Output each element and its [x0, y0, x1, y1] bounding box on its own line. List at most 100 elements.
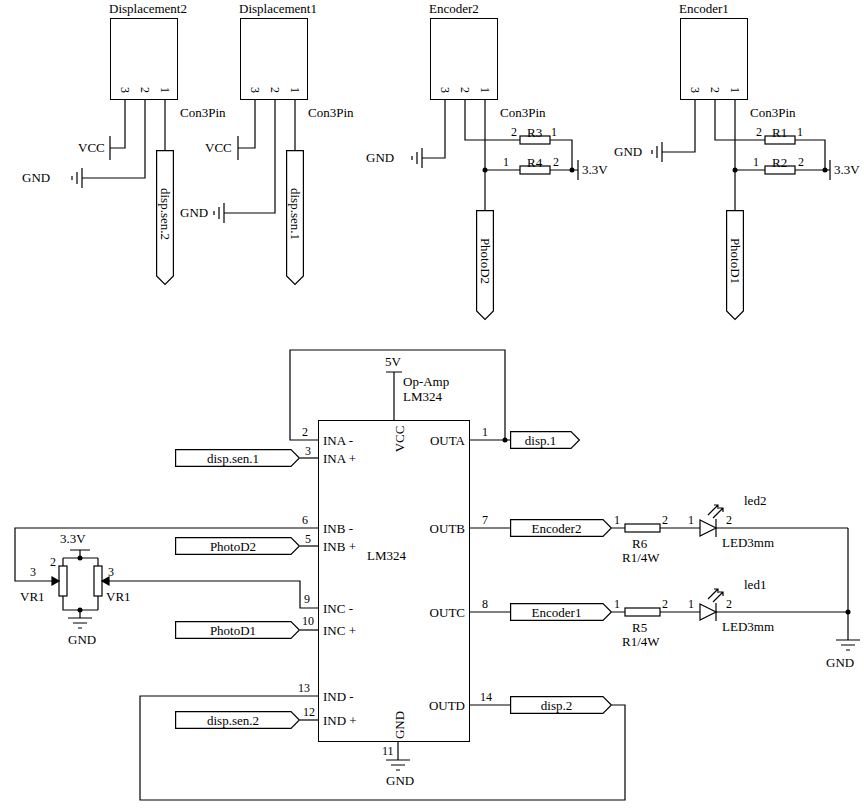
pin-name: IND -	[323, 690, 354, 703]
signal-label: LED3mm	[722, 536, 774, 549]
pin-number: 2	[662, 598, 668, 610]
pin-number: 3	[108, 566, 114, 578]
wire	[470, 704, 510, 705]
pin-number: 7	[482, 514, 488, 526]
signal-label: GND	[366, 151, 394, 164]
pin-number: 3	[30, 566, 36, 578]
potentiometer-symbol	[102, 577, 109, 585]
pin-number: 1	[688, 514, 694, 526]
pin-number: 14	[480, 691, 492, 703]
signal-label: 3.3V	[60, 532, 86, 545]
junction-dot	[78, 168, 851, 615]
signal-label: GND	[180, 206, 208, 219]
net-name: disp.sen.2	[207, 714, 259, 727]
net-name: Encoder2	[532, 522, 582, 535]
ground-symbol	[68, 142, 860, 770]
net-label: disp.sen.1	[286, 150, 304, 285]
pin-number: 1	[753, 156, 759, 168]
signal-label: Con3Pin	[750, 106, 796, 119]
net-label: Encoder2	[510, 519, 612, 537]
signal-label: 3.3V	[834, 163, 860, 176]
net-label: disp.sen.2	[175, 711, 300, 729]
net-name: PhotoD1	[210, 624, 256, 637]
net-label: PhotoD1	[175, 621, 300, 639]
ground-symbol	[68, 142, 860, 770]
pin-name: OUTA	[430, 434, 465, 447]
pin-number: 13	[298, 682, 310, 694]
signal-label: R1/4W	[622, 635, 660, 648]
pin-number: 3	[119, 87, 131, 93]
wire	[15, 100, 848, 800]
net-name: PhotoD1	[729, 238, 742, 284]
pin-name: OUTD	[429, 699, 465, 712]
wire	[300, 719, 318, 720]
net-label: disp.1	[510, 431, 580, 449]
led-symbol	[700, 505, 723, 621]
pin-name: OUTC	[430, 606, 465, 619]
wire	[63, 550, 98, 618]
wire	[300, 629, 318, 630]
net-label-outline	[287, 151, 304, 285]
net-label: PhotoD1	[726, 210, 744, 320]
signal-label: VCC	[78, 141, 105, 154]
pin-name: OUTB	[430, 522, 465, 535]
part-name: Displacement1	[239, 2, 317, 15]
junction-dot	[846, 610, 851, 615]
wire	[662, 100, 830, 170]
wire	[82, 100, 145, 178]
signal-label: GND	[22, 171, 50, 184]
resistor-symbol	[520, 136, 795, 616]
part-name: Displacement2	[109, 2, 187, 15]
signal-label: R5	[632, 621, 647, 634]
net-label-outline	[511, 697, 612, 714]
wire	[612, 528, 848, 640]
pin-number: 2	[553, 156, 559, 168]
signal-label: 5V	[385, 355, 401, 368]
net-label-outline	[176, 538, 300, 555]
pin-number: 5	[305, 533, 311, 545]
pin-name: VCC	[393, 426, 406, 453]
signal-label: led1	[744, 578, 766, 591]
signal-label: Con3Pin	[180, 106, 226, 119]
wire	[224, 100, 275, 213]
net-label: disp.sen.1	[175, 449, 300, 467]
pin-number: 2	[726, 514, 732, 526]
wire	[164, 100, 165, 150]
pin-number: 3	[439, 87, 451, 93]
net-label: disp.2	[510, 696, 612, 714]
net-name: disp.sen.2	[159, 188, 172, 240]
net-label-outline	[157, 151, 174, 285]
wire	[734, 100, 735, 210]
net-label-outline	[176, 622, 300, 639]
pin-number: 2	[50, 556, 56, 568]
net-label: Encoder1	[510, 603, 612, 621]
net-label-outline	[511, 432, 580, 449]
pin-number: 2	[459, 87, 471, 93]
pin-number: 2	[756, 126, 762, 138]
pin-number: 11	[382, 745, 394, 757]
part-name: Encoder2	[429, 2, 479, 15]
signal-label: R3	[527, 126, 542, 139]
resistor-symbol	[625, 608, 660, 616]
signal-label: led2	[744, 494, 766, 507]
pin-name: INC +	[323, 624, 356, 637]
pin-name: INA +	[323, 452, 356, 465]
signal-label: R1/4W	[622, 551, 660, 564]
opamp-ic: Op-Amp LM324INA -INA +VCCOUTAINB -INB +O…	[318, 420, 470, 742]
led-symbol	[700, 520, 716, 536]
signal-label: Con3Pin	[308, 106, 354, 119]
signal-label: GND	[826, 656, 854, 669]
wire	[300, 457, 318, 458]
pin-number: 2	[798, 156, 804, 168]
pin-number: 2	[662, 514, 668, 526]
pin-number: 2	[302, 426, 308, 438]
net-label-outline	[511, 520, 612, 537]
wire	[470, 611, 510, 612]
supply-bar	[70, 136, 830, 550]
wire	[140, 696, 625, 800]
wire	[15, 528, 318, 608]
pin-number: 1	[688, 598, 694, 610]
signal-label: VCC	[205, 141, 232, 154]
net-name: Encoder1	[532, 606, 582, 619]
